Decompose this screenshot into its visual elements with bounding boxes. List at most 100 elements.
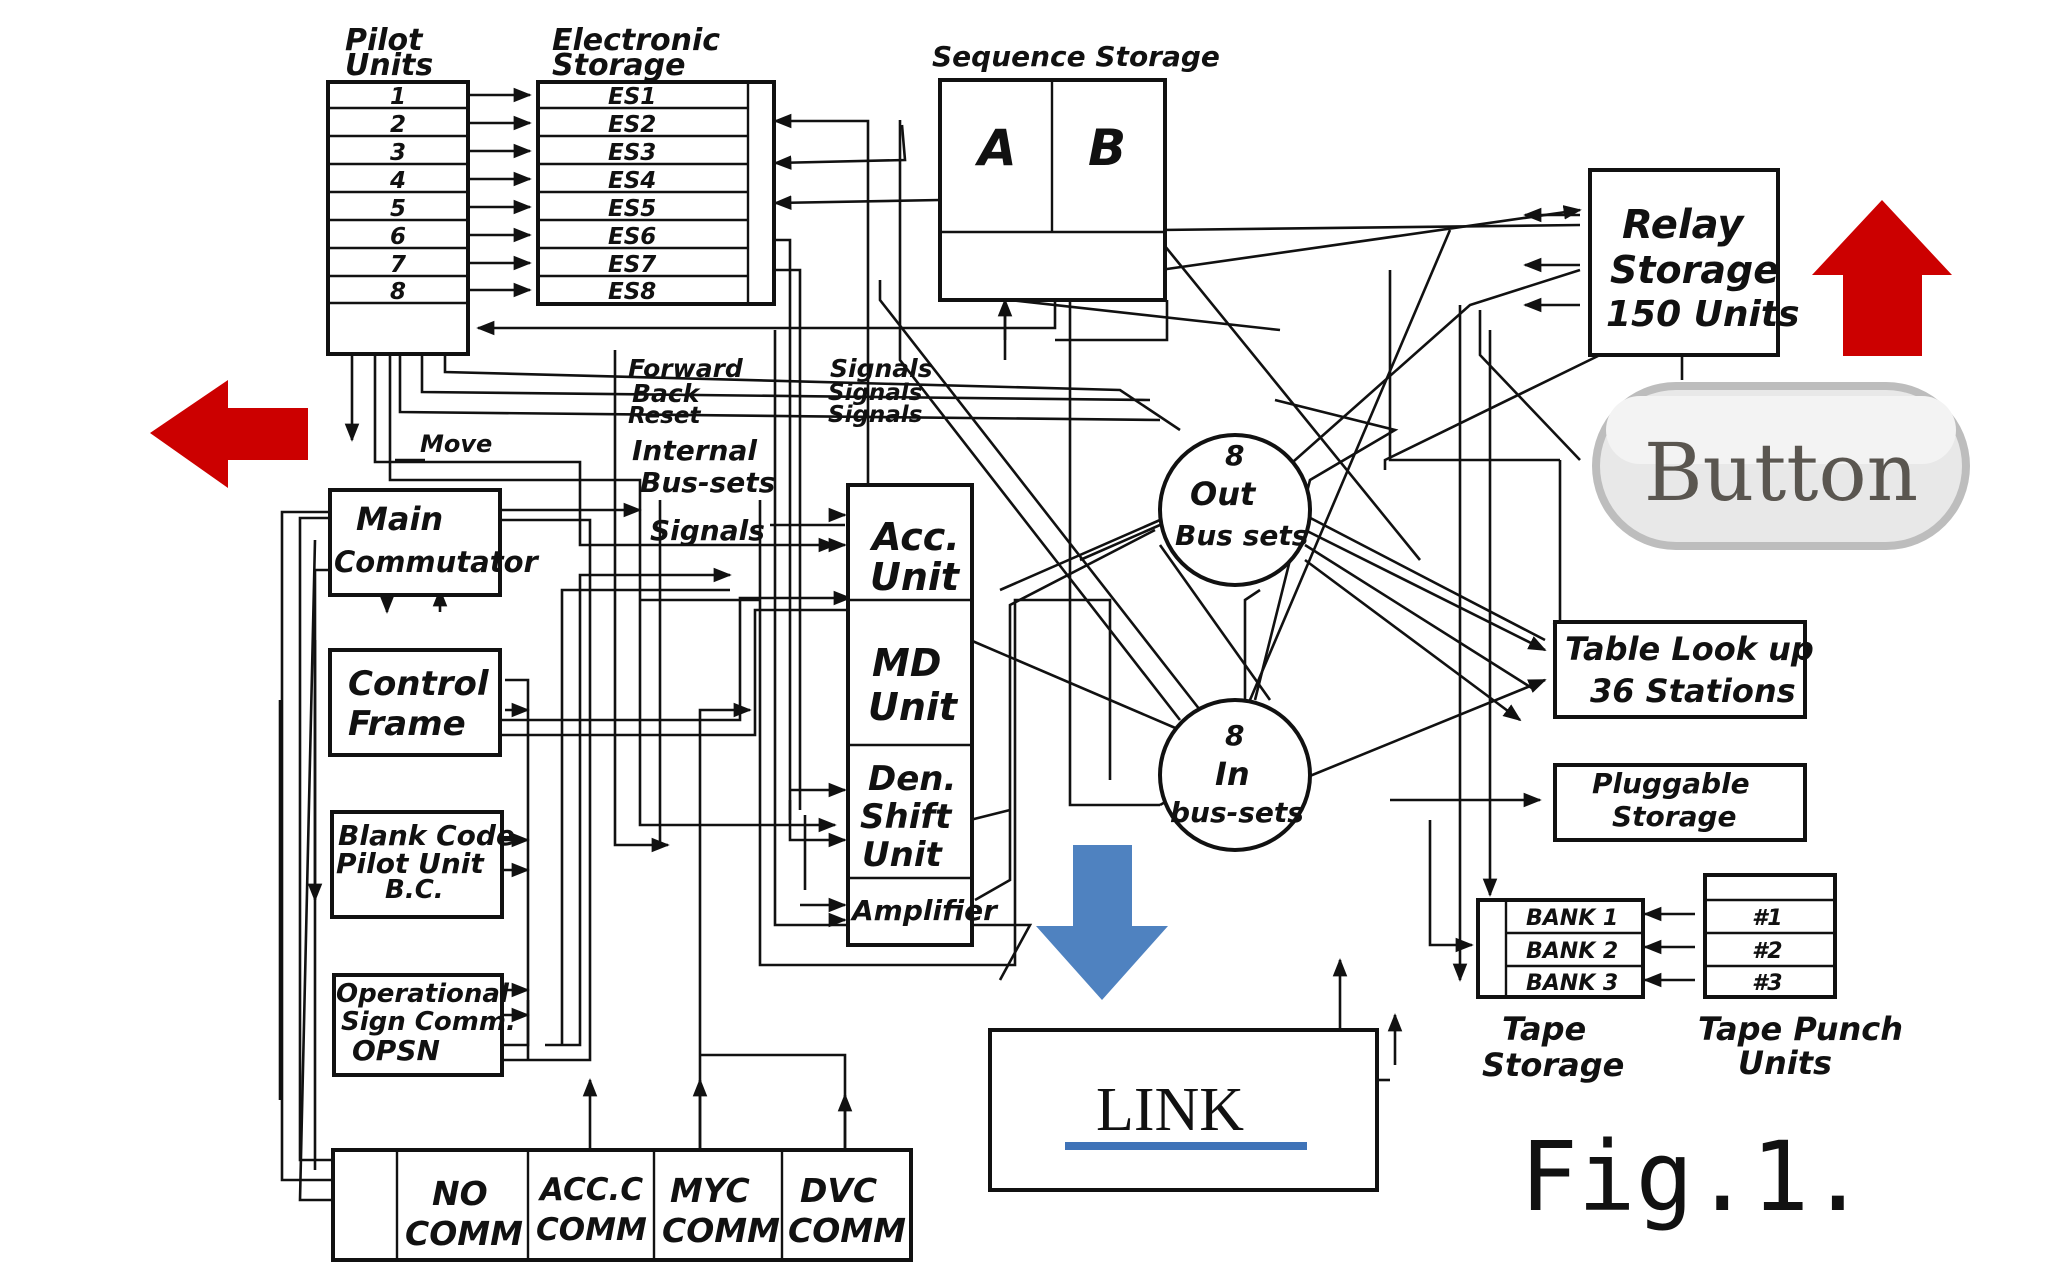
pilot-unit-4: 4 [389,168,406,194]
electronic-storage-title: Electronic [552,23,720,58]
blank-code-pilot-unit: Blank Code Pilot Unit B.C. [330,810,515,919]
table-lookup-line1: Table Look up [1565,630,1814,668]
tape-storage-line2: Storage [1482,1046,1624,1084]
pilot-units-title: Pilot [345,23,424,58]
label-bus-sets: Bus-sets [640,466,775,499]
es-row-5: ES5 [608,196,656,222]
sequence-b: B [1088,119,1126,177]
den-unit-line2: Shift [860,797,953,837]
acc-unit-line2: Unit [870,555,961,599]
blank-code-line3: B.C. [385,875,444,905]
label-move: Move [420,430,492,458]
label-signals-main: Signals [650,514,765,547]
tape-storage-line1: Tape [1502,1010,1586,1048]
comm-no-line2: COMM [405,1214,523,1253]
main-commutator-line1: Main [356,500,443,538]
pluggable-storage: Pluggable Storage [1553,763,1807,842]
den-unit-line3: Unit [862,835,943,875]
table-look-up: Table Look up 36 Stations [1553,620,1814,719]
comm-dvc-line2: COMM [788,1211,906,1250]
label-reset: Reset [628,403,701,429]
button-label[interactable]: Button [1644,426,1918,519]
pilot-unit-7: 7 [390,252,406,278]
in-bus-line2: In [1215,755,1250,793]
pluggable-line2: Storage [1612,800,1737,833]
red-up-arrow-icon[interactable] [1812,200,1952,356]
es-row-2: ES2 [608,112,656,138]
es-row-7: ES7 [608,252,656,278]
out-bus-line1: 8 [1225,439,1244,472]
link-box[interactable]: LINK [988,1028,1379,1192]
relay-storage-line2: Storage [1610,248,1779,292]
link-label[interactable]: LINK [1096,1076,1244,1144]
pilot-unit-8: 8 [390,279,406,305]
relay-storage-line3: 150 Units [1606,294,1800,335]
pilot-unit-1: 1 [390,84,406,110]
pilot-unit-6: 6 [390,224,406,250]
tape-punch-3: #3 [1752,971,1783,996]
operational-line3: OPSN [352,1034,440,1067]
tape-punch-units: #1 #2 #3 Tape Punch Units [1698,873,1903,1082]
md-unit-line1: MD [872,641,941,685]
label-internal: Internal [632,434,757,467]
out-bus-sets: 8 Out Bus sets [1158,433,1312,587]
label-signals-1: Signals [830,354,933,383]
blank-code-line2: Pilot Unit [336,847,485,880]
acc-unit-line1: Acc. [869,515,960,559]
main-commutator-line2: Commutator [334,545,540,579]
comm-dvc-line1: DVC [800,1171,877,1210]
pilot-unit-3: 3 [390,140,406,166]
relay-storage: Relay Storage 150 Units [1588,168,1800,380]
label-forward: Forward [628,354,744,383]
blue-down-arrow-icon[interactable] [1036,845,1168,1000]
pilot-units: Pilot Units 1 2 3 4 5 6 7 8 [326,23,470,356]
den-unit-line1: Den. [868,759,956,799]
es-row-3: ES3 [608,140,656,166]
table-lookup-line2: 36 Stations [1590,672,1796,710]
comm-acc-line1: ACC.C [537,1172,643,1208]
pilot-unit-rows: 1 2 3 4 5 6 7 8 [328,84,468,305]
control-frame-line1: Control [348,664,490,704]
electronic-storage: Electronic Storage ES1 ES2 ES3 ES4 ES5 E… [536,23,776,306]
overlay-button[interactable]: Button [1592,382,1970,550]
label-signals-2: Signals [828,380,922,406]
pilot-units-title-2: Units [345,48,433,83]
signal-labels: Forward Back Reset Signals Signals Signa… [420,354,933,547]
control-frame: Control Frame [328,648,502,757]
amplifier-label: Amplifier [850,894,999,927]
comm-acc-line2: COMM [536,1212,647,1248]
in-bus-line3: bus-sets [1170,796,1304,829]
tape-storage: BANK 1 BANK 2 BANK 3 Tape Storage [1476,898,1645,1084]
md-unit-line2: Unit [868,685,959,729]
tape-punch-line1: Tape Punch [1698,1010,1903,1048]
sequence-storage-title: Sequence Storage [932,40,1220,73]
pilot-unit-2: 2 [390,112,406,138]
figure-label-text: Fig.1. [1520,1121,1867,1233]
label-back: Back [632,379,701,408]
es-row-4: ES4 [608,168,656,194]
connector-lines [278,87,1695,1202]
out-bus-line2: Out [1190,475,1257,513]
operational-line1: Operational [336,979,510,1009]
in-bus-line1: 8 [1225,719,1244,752]
control-frame-line2: Frame [348,704,466,744]
out-bus-line3: Bus sets [1175,519,1308,552]
arithmetic-units: Acc. Unit MD Unit Den. Shift Unit Amplif… [846,483,999,947]
operational-line2: Sign Comm. [341,1007,516,1037]
es-row-8: ES8 [608,279,656,305]
comm-myc-line2: COMM [662,1211,780,1250]
red-left-arrow-icon[interactable] [150,380,308,488]
es-row-6: ES6 [608,224,656,250]
comm-myc-line1: MYC [670,1171,750,1210]
tape-bank-2: BANK 2 [1526,939,1618,964]
electronic-storage-title-2: Storage [552,48,685,83]
operational-sign-comm: Operational Sign Comm. OPSN [332,973,516,1077]
blank-code-line1: Blank Code [338,819,515,852]
comm-no-line1: NO [432,1174,488,1213]
tape-bank-3: BANK 3 [1526,971,1618,996]
pilot-unit-5: 5 [390,196,406,222]
es-row-1: ES1 [608,84,656,110]
tape-bank-1: BANK 1 [1526,906,1618,931]
comm-units: NO COMM ACC.C COMM MYC COMM DVC COMM [331,1148,913,1262]
